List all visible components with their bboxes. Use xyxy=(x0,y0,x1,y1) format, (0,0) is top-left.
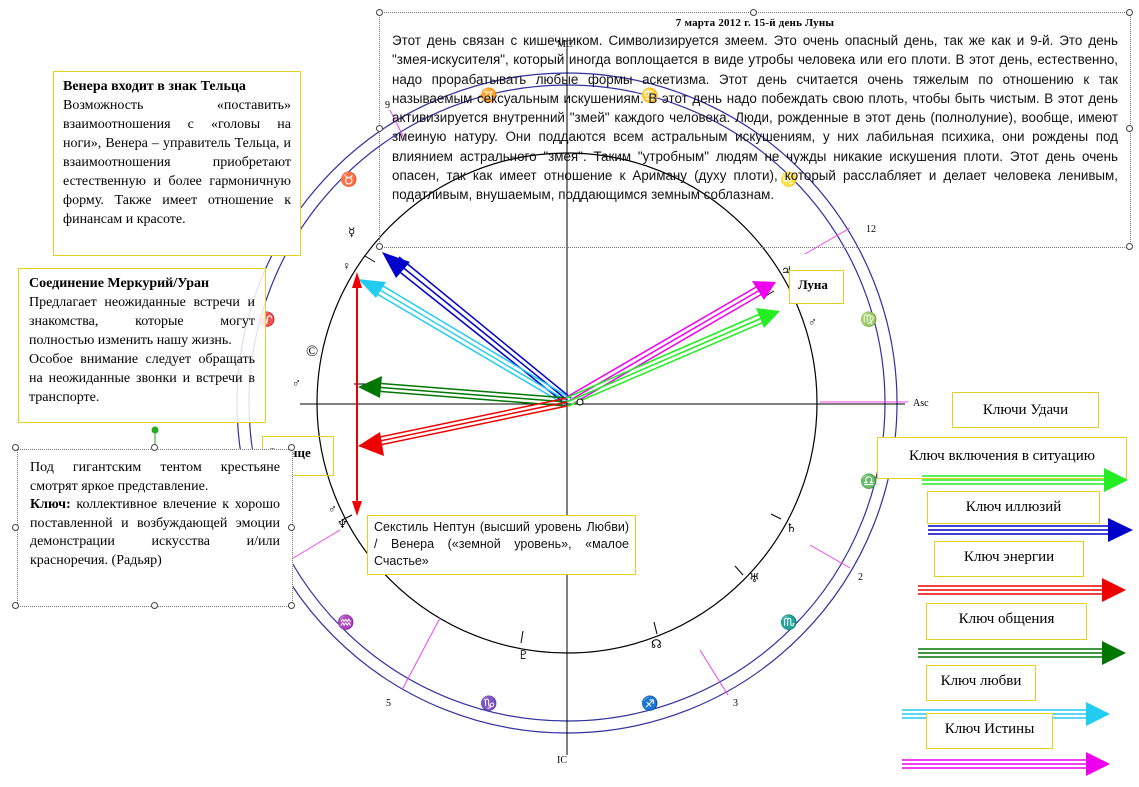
house-number: 3 xyxy=(733,698,738,709)
day-body: Этот день связан с кишечником. Символизи… xyxy=(392,33,1118,203)
capricorn-icon: ♑ xyxy=(480,695,497,712)
cancer-icon: ♋ xyxy=(641,87,658,104)
planet-glyph-icon: ♂ xyxy=(808,315,817,329)
planet-glyph-icon: ♂ xyxy=(292,376,301,390)
venus-body: Возможность «поставить» взаимоотношения … xyxy=(63,98,291,227)
ic-label: IC xyxy=(557,755,567,766)
aspect-arrow-magenta xyxy=(564,281,776,407)
chart-center xyxy=(576,398,584,406)
sextile-text: Секстиль Нептун (высший уровень Любви) /… xyxy=(374,520,629,568)
key-situation[interactable]: Ключ включения в ситуацию xyxy=(877,437,1127,479)
planet-glyph-icon: ♂ xyxy=(328,502,337,516)
key-truth[interactable]: Ключ Истины xyxy=(926,713,1053,749)
house-number: 5 xyxy=(386,698,391,709)
sextile-box[interactable]: Секстиль Нептун (высший уровень Любви) /… xyxy=(367,515,636,575)
planet-glyph-icon: ♆ xyxy=(337,517,348,531)
planet-glyph-icon: © xyxy=(306,343,318,360)
virgo-icon: ♍ xyxy=(860,311,877,328)
planet-glyph-icon: ♇ xyxy=(518,648,529,662)
taurus-icon: ♉ xyxy=(340,171,357,188)
planet-glyph-icon: ☿ xyxy=(348,225,355,239)
planet-glyph-icon: ♅ xyxy=(749,571,760,585)
libra-icon: ♎ xyxy=(860,473,877,490)
mercury-uranus-box[interactable]: Соединение Меркурий/Уран Предлагает неож… xyxy=(18,268,266,423)
aspect-arrow-blue xyxy=(382,252,572,403)
house-number: 12 xyxy=(866,224,876,235)
tent-line1: Под гигантским тентом крестьяне смотрят … xyxy=(30,460,280,494)
moon-label: Луна xyxy=(798,277,828,292)
planet-glyph-icon: ☊ xyxy=(651,637,662,651)
key-communication[interactable]: Ключ общения xyxy=(926,603,1087,640)
tent-box[interactable]: Под гигантским тентом крестьяне смотрят … xyxy=(17,449,293,607)
house-number: 2 xyxy=(858,572,863,583)
rotation-handle[interactable] xyxy=(151,426,159,434)
tent-key-text: коллективное влечение к хорошо поставлен… xyxy=(30,497,280,568)
aspect-arrow-darkgreen xyxy=(358,376,568,407)
planet-glyph-icon: ♄ xyxy=(786,521,797,535)
key-luck[interactable]: Ключи Удачи xyxy=(952,392,1099,428)
day-title: 7 марта 2012 г. 15-й день Луны xyxy=(675,17,835,29)
key-energy[interactable]: Ключ энергии xyxy=(934,541,1084,577)
house-number: 9 xyxy=(385,100,390,111)
planet-glyph-icon: ♃ xyxy=(781,264,792,278)
aspect-arrow-green xyxy=(565,308,780,407)
tent-key-label: Ключ: xyxy=(30,497,71,512)
aquarius-icon: ♒ xyxy=(337,614,354,631)
scorpio-icon: ♏ xyxy=(780,614,797,631)
leo-icon: ♌ xyxy=(780,171,797,188)
asc-label: Asc xyxy=(913,398,929,409)
aspect-arrow-red xyxy=(358,397,568,456)
day-description-box[interactable]: 7 марта 2012 г. 15-й день Луны Этот день… xyxy=(379,12,1131,248)
planet-glyph-icon: ♀ xyxy=(342,259,351,273)
key-illusions[interactable]: Ключ иллюзий xyxy=(927,491,1100,524)
aspect-arrow-cyan xyxy=(358,279,571,405)
venus-box[interactable]: Венера входит в знак Тельца Возможность … xyxy=(53,71,301,256)
mc-label: MC xyxy=(557,39,573,50)
mercury-body-2: Особое внимание следует обращать на неож… xyxy=(29,352,255,405)
sagittarius-icon: ♐ xyxy=(641,695,658,712)
vertical-red-arrow xyxy=(352,272,362,516)
mercury-title: Соединение Меркурий/Уран xyxy=(29,276,210,291)
mercury-body-1: Предлагает неожиданные встречи и знакомс… xyxy=(29,295,255,348)
key-love[interactable]: Ключ любви xyxy=(926,665,1036,701)
venus-title: Венера входит в знак Тельца xyxy=(63,79,246,94)
moon-label-box[interactable]: Луна xyxy=(789,270,844,304)
gemini-icon: ♊ xyxy=(480,87,497,104)
